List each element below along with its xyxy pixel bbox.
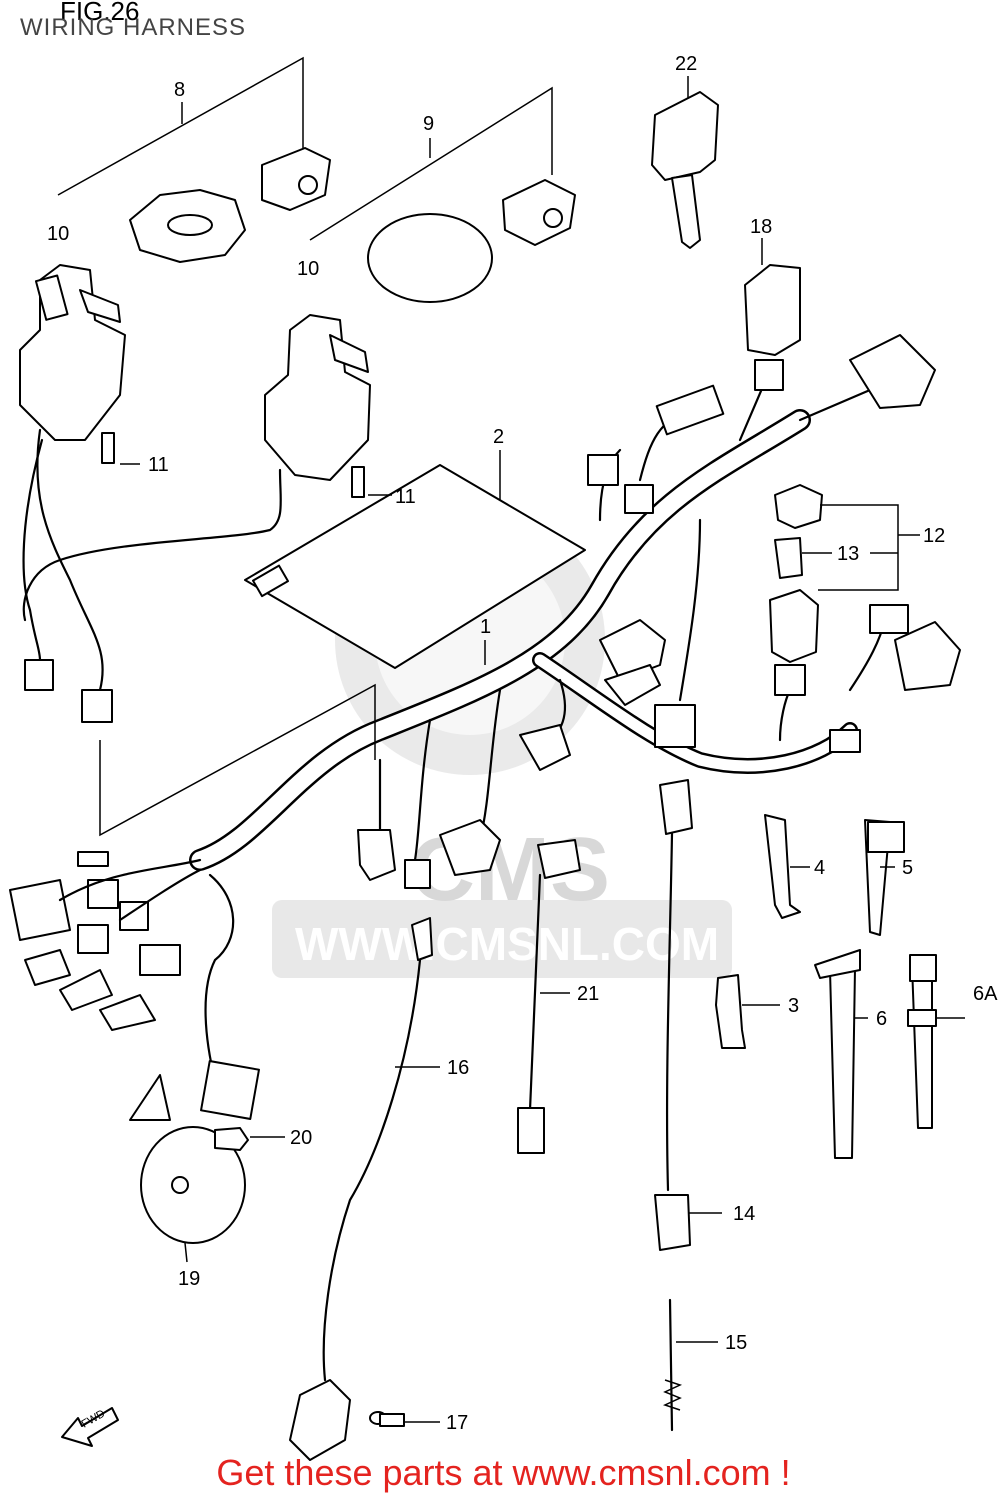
seat-lock-icon bbox=[502, 179, 576, 246]
neutral-switch-14 bbox=[654, 779, 722, 1251]
callout-20: 20 bbox=[290, 1127, 312, 1149]
callout-9: 9 bbox=[423, 113, 434, 135]
callout-14: 14 bbox=[733, 1203, 755, 1225]
callout-18: 18 bbox=[750, 216, 772, 238]
callout-5: 5 bbox=[902, 857, 913, 879]
screw-icon bbox=[379, 1413, 405, 1427]
switch-icon bbox=[654, 1194, 691, 1251]
connector-icon bbox=[357, 829, 396, 881]
connector-icon bbox=[59, 969, 113, 1011]
callout-4: 4 bbox=[814, 857, 825, 879]
connector-icon bbox=[77, 851, 109, 867]
fuse-set-12 bbox=[769, 484, 920, 663]
cable-tie-6a bbox=[907, 954, 965, 1129]
callout-12: 12 bbox=[923, 525, 945, 547]
connector-icon bbox=[77, 924, 109, 954]
relay-icon bbox=[744, 264, 801, 356]
clamp-3 bbox=[715, 974, 780, 1049]
fuel-cap-icon bbox=[367, 213, 493, 303]
connector-icon bbox=[659, 779, 693, 835]
cable-tie-6 bbox=[814, 949, 868, 1159]
side-stand-switch-16 bbox=[289, 917, 440, 1461]
callout-11-right: 11 bbox=[395, 486, 416, 508]
callout-19: 19 bbox=[178, 1268, 200, 1290]
clamp-4 bbox=[764, 814, 810, 919]
plate-2 bbox=[244, 450, 586, 669]
sensor-icon bbox=[517, 1107, 545, 1154]
callout-1: 1 bbox=[480, 616, 491, 638]
watermark-url: WWW.CMSNL.COM bbox=[295, 918, 719, 970]
callout-17: 17 bbox=[446, 1412, 468, 1434]
seat-lock-icon bbox=[261, 147, 331, 211]
connector-icon bbox=[537, 839, 581, 879]
callout-8: 8 bbox=[174, 79, 185, 101]
key-icon bbox=[79, 289, 121, 323]
callout-16: 16 bbox=[447, 1057, 469, 1079]
key-22 bbox=[651, 76, 719, 249]
horn-icon bbox=[140, 1126, 246, 1244]
connector-icon bbox=[654, 704, 696, 748]
connector-icon bbox=[9, 879, 71, 941]
ignition-switch-left-icon bbox=[19, 264, 126, 441]
callout-2: 2 bbox=[493, 426, 504, 448]
o-ring-15 bbox=[662, 1298, 718, 1432]
connector-icon bbox=[519, 724, 571, 771]
callout-3: 3 bbox=[788, 995, 799, 1017]
callout-13: 13 bbox=[837, 543, 859, 565]
connector-icon bbox=[439, 819, 501, 876]
fwd-arrow-icon: FWD bbox=[61, 1407, 119, 1447]
connector-icon bbox=[24, 659, 54, 691]
bolt-20 bbox=[214, 1127, 285, 1151]
connector-icon bbox=[829, 729, 861, 753]
screw-icon bbox=[351, 466, 365, 498]
connector-icon bbox=[754, 359, 784, 391]
connector-icon bbox=[587, 454, 619, 486]
ignition-switch-right-icon bbox=[264, 314, 371, 481]
bolt-icon bbox=[214, 1127, 249, 1151]
figure-subtitle: WIRING HARNESS bbox=[20, 14, 247, 41]
connector-icon bbox=[99, 994, 156, 1031]
main-harness-1 bbox=[9, 334, 961, 1120]
connector-icon bbox=[139, 944, 181, 976]
key-blade-icon bbox=[671, 174, 701, 249]
connector-icon bbox=[411, 917, 433, 961]
screw-17 bbox=[369, 1411, 440, 1427]
connector-icon bbox=[894, 621, 961, 691]
key-icon bbox=[329, 334, 369, 373]
sensor-21 bbox=[517, 839, 581, 1154]
connector-icon bbox=[404, 859, 431, 889]
callout-10-left: 10 bbox=[47, 223, 69, 245]
connector-icon bbox=[200, 1060, 260, 1120]
relay-18 bbox=[744, 238, 801, 356]
callout-22: 22 bbox=[675, 53, 697, 75]
fuse-icon bbox=[774, 537, 803, 579]
connector-icon bbox=[869, 604, 909, 634]
fuse-holder-icon bbox=[774, 484, 823, 529]
ignition-switch-set-8 bbox=[19, 56, 331, 723]
fuse-box-icon bbox=[769, 589, 819, 663]
clamp-5 bbox=[864, 819, 905, 936]
connector-icon bbox=[604, 664, 661, 706]
connector-icon bbox=[774, 664, 806, 696]
callout-6: 6 bbox=[876, 1008, 887, 1030]
callout-15: 15 bbox=[725, 1332, 747, 1354]
footer-banner[interactable]: Get these parts at www.cmsnl.com ! bbox=[216, 1452, 791, 1493]
connector-icon bbox=[624, 484, 654, 514]
connector-icon bbox=[24, 949, 71, 986]
callout-6a: 6A bbox=[973, 983, 998, 1005]
callout-21: 21 bbox=[577, 983, 599, 1005]
connector-icon bbox=[849, 334, 936, 409]
connector-icon bbox=[81, 689, 113, 723]
screw-icon bbox=[101, 432, 115, 464]
callout-10-right: 10 bbox=[297, 258, 319, 280]
horn-19 bbox=[129, 1074, 246, 1263]
callout-11-left: 11 bbox=[148, 454, 169, 476]
figure-title: FIG.26 bbox=[60, 0, 140, 26]
key-head-icon bbox=[651, 91, 719, 181]
ignition-switch-set-9 bbox=[22, 86, 576, 622]
switch-icon bbox=[289, 1379, 351, 1461]
